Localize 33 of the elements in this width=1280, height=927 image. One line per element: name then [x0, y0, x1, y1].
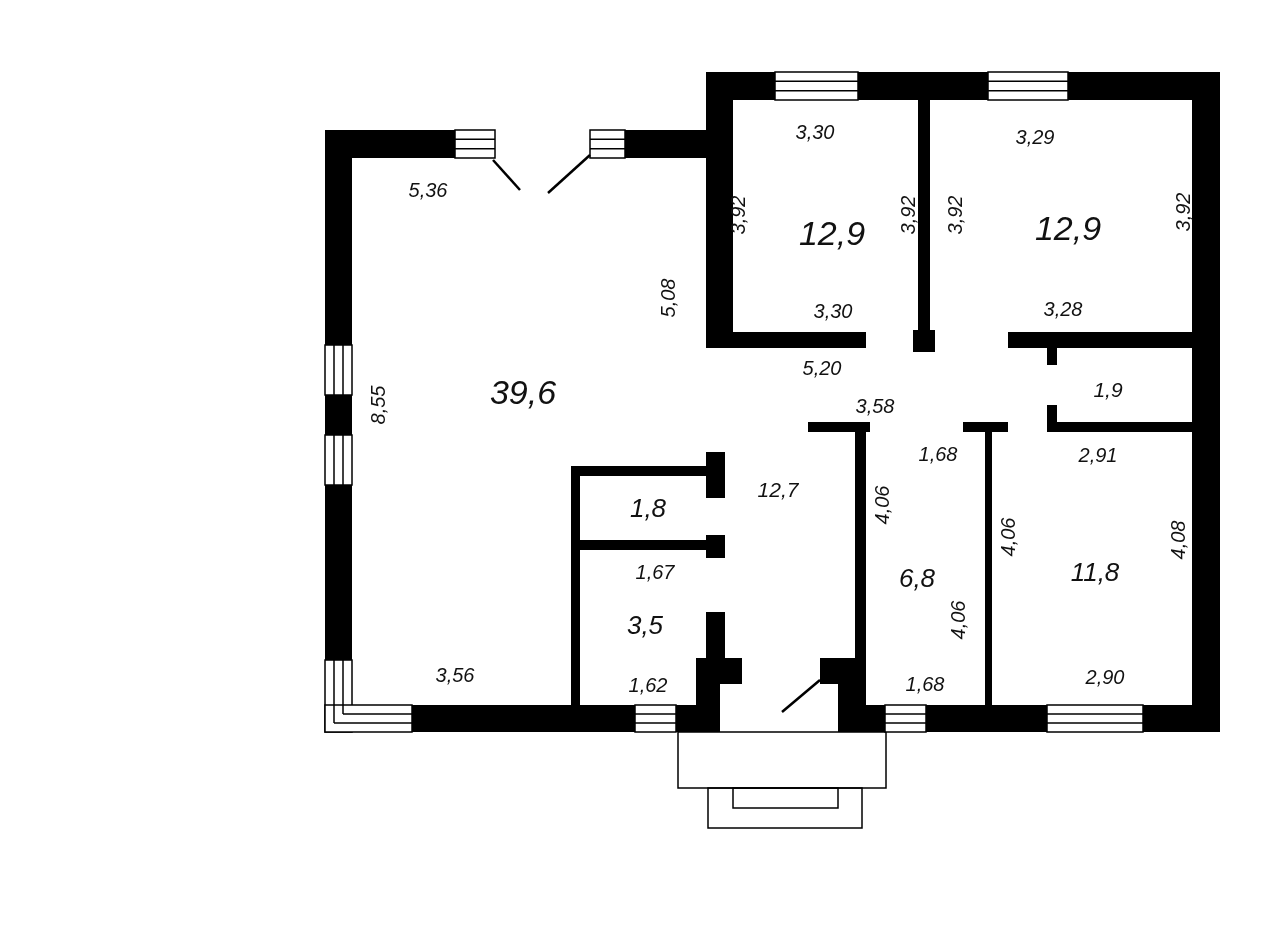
dimension-label: 3,58 [855, 394, 895, 418]
dimension-label: 8,55 [366, 385, 390, 425]
dimension-label: 4,06 [870, 485, 894, 525]
dimension-label: 4,06 [996, 517, 1020, 557]
dimension-label: 3,28 [1043, 297, 1083, 321]
room-area: 11,8 [1070, 556, 1120, 588]
dimension-label: 3,30 [795, 120, 835, 144]
dimension-label: 3,92 [896, 195, 920, 235]
room-area: 12,7 [757, 478, 799, 502]
dimension-label: 5,08 [656, 278, 680, 318]
room-area: 1,9 [1093, 378, 1123, 402]
dimension-label: 2,90 [1085, 665, 1125, 689]
room-area: 6,8 [898, 562, 936, 594]
dimension-label: 1,68 [918, 442, 958, 466]
room-area: 12,9 [1034, 208, 1102, 248]
dimension-label: 5,36 [408, 178, 448, 202]
room-area: 3,5 [626, 609, 664, 641]
dimension-label: 1,67 [635, 560, 675, 584]
dimension-label: 2,91 [1078, 443, 1118, 467]
dimension-label: 3,30 [813, 299, 853, 323]
dimension-label: 1,62 [628, 673, 668, 697]
dimension-label: 3,92 [943, 195, 967, 235]
dimension-label: 3,92 [1171, 192, 1195, 232]
dimension-label: 5,20 [802, 356, 842, 380]
room-area: 12,9 [798, 213, 866, 253]
dimension-label: 3,29 [1015, 125, 1055, 149]
dimension-label: 3,92 [726, 195, 750, 235]
dimension-label: 4,06 [946, 600, 970, 640]
room-area: 1,8 [629, 492, 667, 524]
dimension-label: 4,08 [1166, 520, 1190, 560]
dimension-label: 1,68 [905, 672, 945, 696]
dimension-label: 3,56 [435, 663, 475, 687]
room-area: 39,6 [489, 372, 557, 412]
